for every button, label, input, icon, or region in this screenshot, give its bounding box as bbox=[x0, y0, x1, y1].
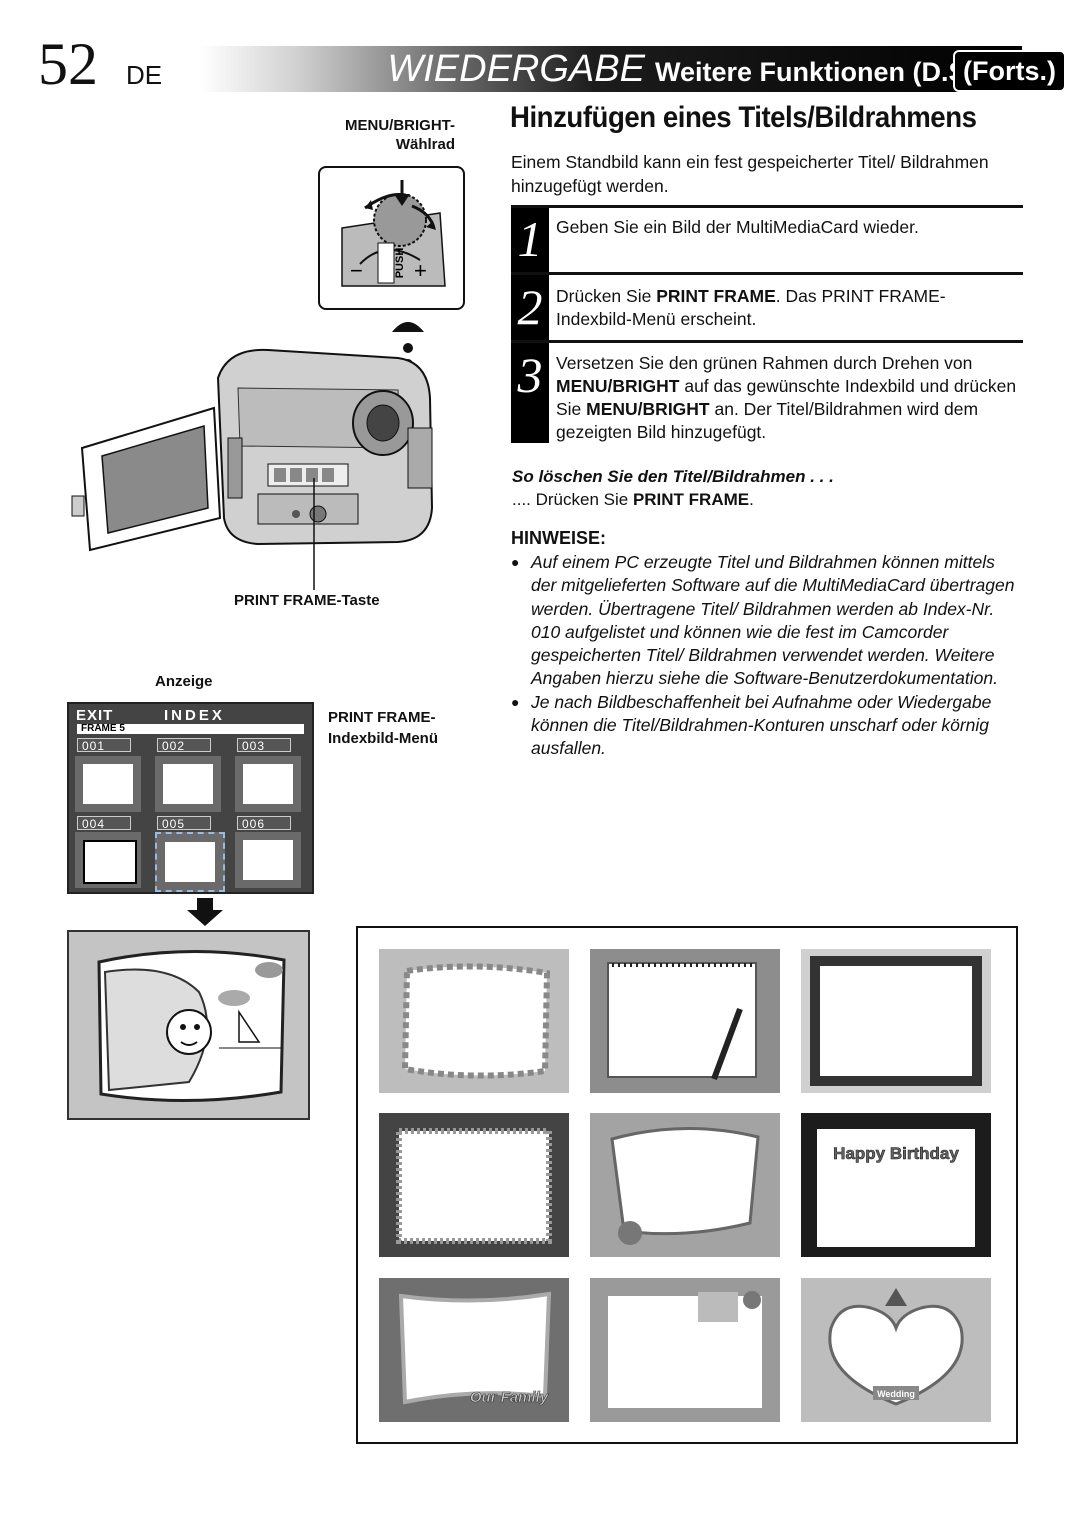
index-thumbnail bbox=[235, 756, 301, 812]
step-2-post: . Das PRINT FRAME- Indexbild-Menü ersche… bbox=[556, 286, 946, 329]
delete-text: .... Drücken Sie PRINT FRAME. bbox=[512, 490, 754, 510]
index-menu-label-line2: Indexbild-Menü bbox=[328, 730, 438, 747]
note-item: ● Je nach Bildbeschaffenheit bei Aufnahm… bbox=[511, 691, 1021, 761]
step-divider bbox=[511, 340, 1023, 343]
step-2-bold: PRINT FRAME bbox=[656, 286, 776, 306]
bullet-icon: ● bbox=[511, 693, 520, 710]
step-number: 3 bbox=[511, 343, 549, 443]
step-divider bbox=[511, 205, 1023, 208]
dial-illustration: PUSH − + bbox=[318, 166, 465, 310]
index-cell-number: 001 bbox=[77, 738, 131, 753]
header-subtitle: Weitere Funktionen (D.S.C.) bbox=[654, 57, 1010, 87]
frame-gallery: Happy Birthday Our Family Wedding bbox=[356, 926, 1018, 1444]
index-cell-number: 002 bbox=[157, 738, 211, 753]
frame-tile-flowers bbox=[379, 949, 569, 1093]
index-cell-number: 003 bbox=[237, 738, 291, 753]
header-section: WIEDERGABE bbox=[387, 48, 645, 90]
index-cell-number: 005 bbox=[157, 816, 211, 831]
step-1-text: Geben Sie ein Bild der MultiMediaCard wi… bbox=[556, 217, 919, 237]
frame-text-family: Our Family bbox=[470, 1389, 549, 1406]
dial-icon: PUSH − + bbox=[341, 180, 446, 287]
notes-list: ● Auf einem PC erzeugte Titel und Bildra… bbox=[511, 551, 1021, 761]
header-title: WIEDERGABE Weitere Funktionen (D.S.C.) bbox=[387, 46, 1010, 92]
header-continued: (Forts.) bbox=[953, 50, 1066, 92]
step-divider bbox=[511, 272, 1023, 275]
frame-text-wedding: Wedding bbox=[877, 1389, 915, 1399]
frame-tile-wedding: Wedding bbox=[801, 1278, 991, 1422]
index-cell-number: 006 bbox=[237, 816, 291, 831]
delete-post: . bbox=[749, 490, 754, 509]
intro-text: Einem Standbild kann ein fest gespeicher… bbox=[511, 152, 989, 196]
index-frame-label: FRAME 5 bbox=[81, 723, 125, 734]
dial-label: MENU/BRIGHT- Wählrad bbox=[320, 116, 455, 154]
index-menu-label: PRINT FRAME- Indexbild-Menü bbox=[328, 707, 438, 749]
step-3-post: an. Der Titel/Bildrahmen wird dem gezeig… bbox=[556, 399, 979, 442]
framed-picture bbox=[67, 930, 310, 1120]
index-frame-bar bbox=[77, 724, 304, 734]
arrow-down-icon bbox=[187, 898, 223, 926]
frame-tile-ornate bbox=[801, 949, 991, 1093]
index-menu-label-line1: PRINT FRAME- bbox=[328, 709, 436, 726]
frame-tile-family: Our Family bbox=[379, 1278, 569, 1422]
bullet-icon: ● bbox=[511, 554, 520, 570]
index-thumbnail bbox=[75, 832, 141, 888]
step-2-pre: Drücken Sie bbox=[556, 286, 657, 306]
note-item: ● Auf einem PC erzeugte Titel und Bildra… bbox=[511, 551, 1021, 691]
camcorder-illustration bbox=[68, 318, 450, 596]
step-2-text: Drücken Sie PRINT FRAME. Das PRINT FRAME… bbox=[556, 285, 1018, 331]
dial-plus-text: + bbox=[414, 258, 427, 283]
frame-tile-notepad bbox=[590, 949, 780, 1093]
dial-label-line1: MENU/BRIGHT- bbox=[345, 117, 455, 134]
notes-heading: HINWEISE: bbox=[511, 528, 607, 548]
step-3-pre: Versetzen Sie den grünen Rahmen durch Dr… bbox=[556, 353, 973, 373]
camcorder-icon bbox=[71, 348, 434, 590]
page-language: DE bbox=[126, 60, 163, 90]
index-cell-number: 004 bbox=[77, 816, 131, 831]
index-thumbnail bbox=[75, 756, 141, 812]
delete-title: So löschen Sie den Titel/Bildrahmen . . … bbox=[512, 467, 834, 486]
note-text: Je nach Bildbeschaffenheit bei Aufnahme … bbox=[531, 691, 992, 759]
delete-bold: PRINT FRAME bbox=[632, 490, 750, 509]
delete-pre: .... Drücken Sie bbox=[512, 490, 633, 509]
step-number: 2 bbox=[511, 275, 549, 341]
dial-push-text: PUSH bbox=[394, 248, 406, 279]
framed-woman-illustration bbox=[69, 932, 308, 1118]
index-screen: EXIT INDEX FRAME 5 001 002 003 004 005 0… bbox=[67, 702, 314, 894]
index-thumbnail bbox=[155, 756, 221, 812]
note-text: Auf einem PC erzeugte Titel und Bildrahm… bbox=[531, 552, 1015, 689]
step-3-bold2: MENU/BRIGHT bbox=[586, 399, 710, 419]
index-thumbnail-selected bbox=[155, 832, 225, 892]
header-bar bbox=[200, 46, 1022, 92]
index-title: INDEX bbox=[164, 707, 225, 724]
step-3-bold1: MENU/BRIGHT bbox=[556, 376, 680, 396]
index-exit-label: EXIT bbox=[76, 707, 114, 724]
frame-tile-birthday: Happy Birthday bbox=[801, 1113, 991, 1257]
index-thumbnail bbox=[235, 832, 301, 888]
frame-tile-ribbon bbox=[590, 1113, 780, 1257]
print-frame-button-label: PRINT FRAME-Taste bbox=[234, 592, 380, 609]
frame-tile-blocks bbox=[590, 1278, 780, 1422]
section-title: Hinzufügen eines Titels/Bildrahmens bbox=[510, 101, 977, 134]
display-label: Anzeige bbox=[155, 673, 213, 690]
dial-minus-text: − bbox=[350, 258, 363, 283]
frame-text-birthday: Happy Birthday bbox=[833, 1144, 959, 1163]
step-3-text: Versetzen Sie den grünen Rahmen durch Dr… bbox=[556, 352, 1022, 444]
dial-label-line2: Wählrad bbox=[395, 136, 455, 153]
page-number: 52 bbox=[38, 31, 98, 97]
step-3-mid: auf das gewünschte Indexbild und drücken… bbox=[556, 376, 1017, 419]
step-number: 1 bbox=[511, 208, 549, 272]
frame-tile-dark bbox=[379, 1113, 569, 1257]
